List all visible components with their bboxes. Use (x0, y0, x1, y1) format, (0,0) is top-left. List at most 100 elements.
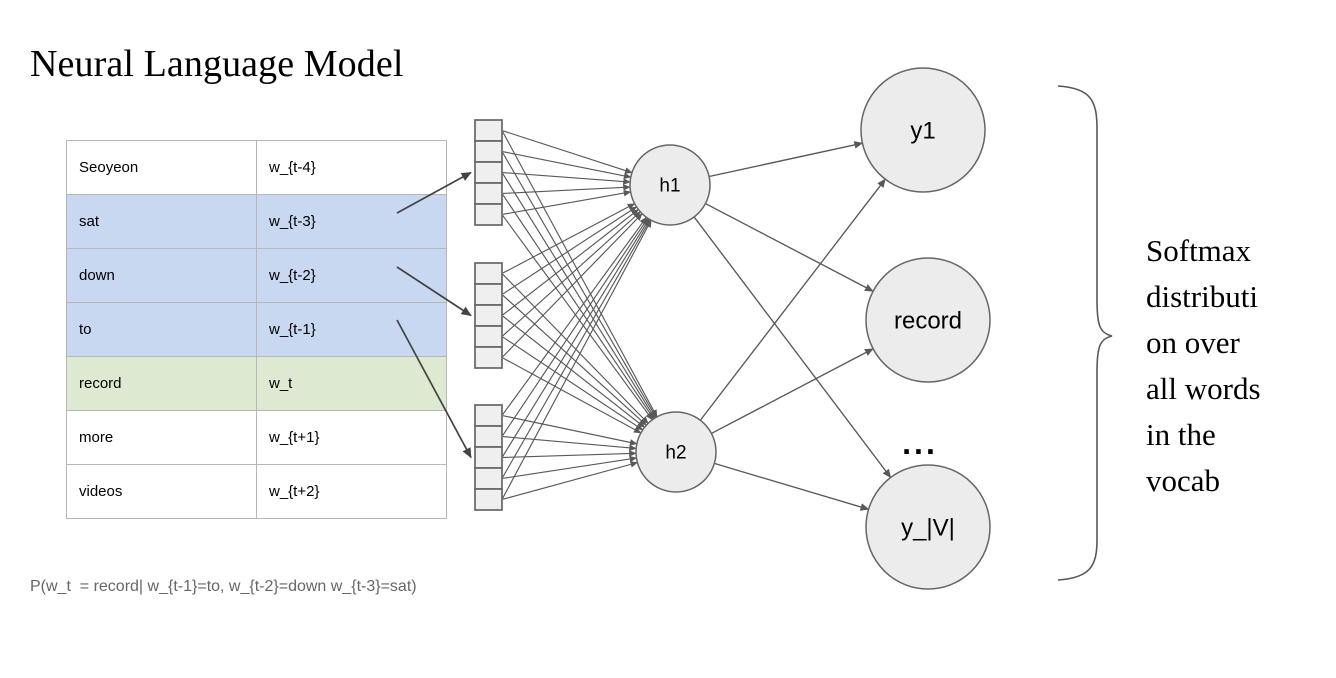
output-ellipsis: ... (902, 425, 938, 461)
table-cell-symbol: w_{t-1} (256, 302, 447, 357)
embedding-cell (474, 346, 503, 369)
edge-embedding-to-hidden (502, 294, 647, 426)
node-circle (629, 144, 711, 226)
edge-embedding-to-hidden (501, 131, 658, 418)
node-label: y_|V| (901, 515, 955, 542)
output-node: y1 (860, 67, 986, 193)
softmax-note-line: in the (1146, 417, 1216, 452)
edge-embedding-to-hidden (502, 273, 649, 424)
edge-hidden-to-output (708, 141, 864, 178)
embedding-stack-2 (474, 262, 503, 369)
arrow-word-to-embedding (396, 319, 472, 459)
embedding-cell (474, 325, 503, 348)
node-circle (635, 411, 717, 493)
table-cell-symbol: w_{t+2} (256, 464, 447, 519)
node-label: y1 (910, 118, 935, 145)
embedding-cell (474, 467, 503, 490)
edge-embedding-to-hidden (502, 455, 638, 479)
table-cell-word: Seoyeon (66, 140, 257, 195)
edge-embedding-to-hidden (502, 151, 632, 180)
hidden-node-h2: h2 (635, 411, 717, 493)
edge-hidden-to-output (705, 202, 874, 292)
node-label: h1 (659, 176, 680, 197)
edge-embedding-to-hidden (502, 203, 636, 274)
table-cell-symbol: w_{t+1} (256, 410, 447, 465)
edge-embedding-to-hidden (502, 209, 639, 316)
edge-embedding-to-hidden (502, 152, 657, 418)
edge-embedding-to-hidden (502, 213, 643, 358)
edge-embedding-to-hidden (502, 173, 656, 419)
embedding-cell (474, 488, 503, 511)
table-cell-symbol: w_{t-4} (256, 140, 447, 195)
edge-embedding-to-hidden (502, 315, 645, 428)
edge-embedding-to-hidden (502, 336, 644, 431)
table-cell-word: more (66, 410, 257, 465)
output-node: y_|V| (865, 464, 991, 590)
edges-embedding-to-hidden (501, 130, 658, 500)
arrows-table-to-embedding (396, 171, 472, 459)
edge-hidden-to-output (693, 216, 892, 479)
edge-embedding-to-hidden (502, 216, 647, 416)
embedding-cell (474, 446, 503, 469)
table-cell-symbol: w_t (256, 356, 447, 411)
embedding-cell (474, 283, 503, 306)
edge-embedding-to-hidden (502, 130, 633, 174)
softmax-note-line: vocab (1146, 463, 1221, 498)
softmax-brace-icon (1057, 85, 1113, 581)
hidden-layer-nodes: h1 h2 (629, 144, 717, 493)
edge-embedding-to-hidden (502, 218, 650, 457)
embedding-cell (474, 304, 503, 327)
edge-embedding-to-hidden (502, 189, 632, 215)
embedding-cell (474, 140, 503, 163)
page-title: Neural Language Model (30, 43, 404, 85)
edge-embedding-to-hidden (502, 172, 631, 185)
node-label: record (894, 308, 962, 335)
edge-embedding-to-hidden (501, 219, 651, 478)
table-cell-word: record (66, 356, 257, 411)
edge-embedding-to-hidden (502, 184, 631, 195)
output-layer-nodes: y1 record y_|V|... (860, 67, 991, 590)
embedding-stack-3 (474, 404, 503, 511)
embedding-cell (474, 182, 503, 205)
edge-embedding-to-hidden (502, 357, 642, 434)
node-circle (865, 464, 991, 590)
embedding-cell (474, 161, 503, 184)
softmax-note-line: distributi (1146, 279, 1258, 314)
edge-hidden-to-output (714, 462, 870, 511)
edge-hidden-to-output (699, 178, 886, 421)
node-circle (860, 67, 986, 193)
table-cell-word: sat (66, 194, 257, 249)
node-circle (865, 257, 991, 383)
edge-embedding-to-hidden (501, 219, 652, 499)
edges-hidden-to-output (693, 141, 892, 511)
arrow-word-to-embedding (396, 266, 472, 317)
edge-embedding-to-hidden (502, 194, 655, 420)
embedding-stack-1 (474, 119, 503, 226)
hidden-node-h1: h1 (629, 144, 711, 226)
embedding-cell (474, 262, 503, 285)
probability-caption: P(w_t = record| w_{t-1}=to, w_{t-2}=down… (30, 578, 417, 595)
embedding-cell (474, 119, 503, 142)
table-cell-word: videos (66, 464, 257, 519)
softmax-note-line: all words (1146, 371, 1261, 406)
embedding-cell (474, 404, 503, 427)
edge-embedding-to-hidden (502, 211, 641, 337)
embedding-stacks (474, 119, 503, 511)
edge-embedding-to-hidden (502, 450, 637, 459)
node-label: h2 (665, 443, 686, 464)
table-cell-word: to (66, 302, 257, 357)
softmax-note-line: Softmax (1146, 233, 1252, 268)
edge-embedding-to-hidden (502, 461, 638, 500)
